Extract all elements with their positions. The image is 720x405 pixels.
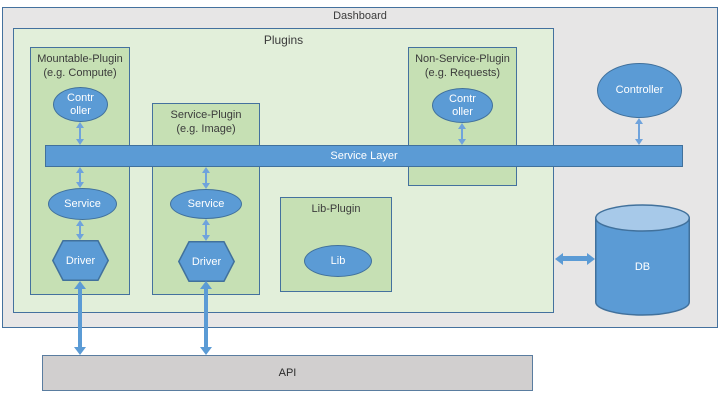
plugins-title: Plugins bbox=[263, 33, 304, 47]
arrowhead-up bbox=[76, 167, 84, 173]
hexagon-shape bbox=[52, 240, 109, 281]
arrowhead-up bbox=[202, 167, 210, 173]
arrowhead-left bbox=[555, 252, 563, 265]
mountable-controller-node: Contr oller bbox=[53, 87, 108, 122]
mountable-driver-node: Driver bbox=[52, 240, 109, 281]
service-layer-label: Service Layer bbox=[330, 150, 398, 162]
arrow-shaft bbox=[79, 226, 81, 234]
mountable-service-node: Service bbox=[48, 188, 117, 220]
api-label: API bbox=[278, 367, 297, 379]
service-plugin-driver-node: Driver bbox=[178, 241, 235, 282]
arrowhead-down bbox=[635, 139, 643, 145]
arrow-nonservice-controller-servicelayer bbox=[458, 123, 466, 145]
arrowhead-up bbox=[76, 122, 84, 128]
service-layer-bar: Service Layer bbox=[45, 145, 683, 167]
mountable-plugin-title: Mountable-Plugin (e.g. Compute) bbox=[31, 52, 129, 80]
mountable-controller-label-line2: oller bbox=[70, 104, 91, 117]
mountable-driver-label: Driver bbox=[65, 254, 96, 267]
arrow-serviceplugin-service-driver bbox=[202, 219, 210, 241]
arrowhead-up bbox=[76, 220, 84, 226]
external-controller-label: Controller bbox=[615, 84, 664, 96]
arrow-shaft bbox=[79, 173, 81, 182]
arrowhead-up bbox=[200, 281, 212, 289]
non-service-plugin-title-line2: (e.g. Requests) bbox=[424, 67, 501, 79]
arrowhead-down bbox=[458, 139, 466, 145]
arrowhead-down bbox=[76, 182, 84, 188]
arrow-shaft bbox=[205, 173, 207, 183]
arrowhead-down bbox=[200, 347, 212, 355]
mountable-service-label: Service bbox=[64, 197, 101, 210]
mountable-plugin-title-line2: (e.g. Compute) bbox=[43, 67, 117, 79]
arrowhead-up bbox=[458, 123, 466, 129]
arrow-shaft bbox=[563, 256, 587, 261]
dashboard-title: Dashboard bbox=[333, 10, 387, 22]
mountable-plugin-title-line1: Mountable-Plugin bbox=[37, 53, 123, 65]
lib-node-label: Lib bbox=[330, 254, 346, 267]
mountable-controller-label-line1: Contr bbox=[67, 91, 94, 104]
arrow-shaft bbox=[205, 225, 207, 235]
arrow-external-controller-servicelayer bbox=[635, 118, 643, 145]
cylinder-shape bbox=[595, 204, 690, 316]
api-bar: API bbox=[42, 355, 533, 391]
external-controller-node: Controller bbox=[597, 63, 682, 118]
arrow-servicelayer-serviceplugin-service bbox=[202, 167, 210, 189]
arrowhead-down bbox=[76, 234, 84, 240]
non-service-controller-label-line2: oller bbox=[452, 105, 473, 118]
arrow-mountable-controller-servicelayer bbox=[76, 122, 84, 145]
arrow-serviceplugin-driver-api bbox=[200, 281, 212, 355]
lib-node: Lib bbox=[304, 245, 372, 277]
service-plugin-service-node: Service bbox=[170, 189, 242, 219]
service-plugin-title-line2: (e.g. Image) bbox=[176, 123, 236, 135]
service-plugin-driver-label: Driver bbox=[191, 255, 222, 268]
db-cylinder-node: DB bbox=[595, 204, 690, 317]
arrow-shaft bbox=[461, 129, 463, 139]
arrow-mountable-service-driver bbox=[76, 220, 84, 240]
service-plugin-service-label: Service bbox=[187, 197, 225, 210]
non-service-controller-node: Contr oller bbox=[432, 88, 493, 123]
arrowhead-down bbox=[76, 139, 84, 145]
lib-plugin-title: Lib-Plugin bbox=[311, 203, 361, 215]
arrow-shaft bbox=[78, 289, 82, 347]
service-plugin-title: Service-Plugin (e.g. Image) bbox=[153, 108, 259, 136]
service-plugin-title-line1: Service-Plugin bbox=[170, 109, 242, 121]
arrowhead-right bbox=[587, 252, 595, 265]
arrow-servicelayer-mountable-service bbox=[76, 167, 84, 188]
non-service-plugin-title-line1: Non-Service-Plugin bbox=[415, 53, 510, 65]
arrowhead-up bbox=[635, 118, 643, 124]
non-service-controller-label-line1: Contr bbox=[449, 92, 476, 105]
arrow-shaft bbox=[638, 124, 640, 139]
arrowhead-down bbox=[202, 183, 210, 189]
arrowhead-up bbox=[202, 219, 210, 225]
arrow-shaft bbox=[204, 289, 208, 347]
arrow-shaft bbox=[79, 128, 81, 139]
arrow-plugins-db bbox=[555, 252, 595, 265]
arrow-mountable-driver-api bbox=[74, 281, 86, 355]
arrowhead-down bbox=[202, 235, 210, 241]
hexagon-shape bbox=[178, 241, 235, 282]
arrowhead-up bbox=[74, 281, 86, 289]
non-service-plugin-title: Non-Service-Plugin (e.g. Requests) bbox=[409, 52, 516, 80]
arrowhead-down bbox=[74, 347, 86, 355]
db-label: DB bbox=[634, 260, 651, 273]
